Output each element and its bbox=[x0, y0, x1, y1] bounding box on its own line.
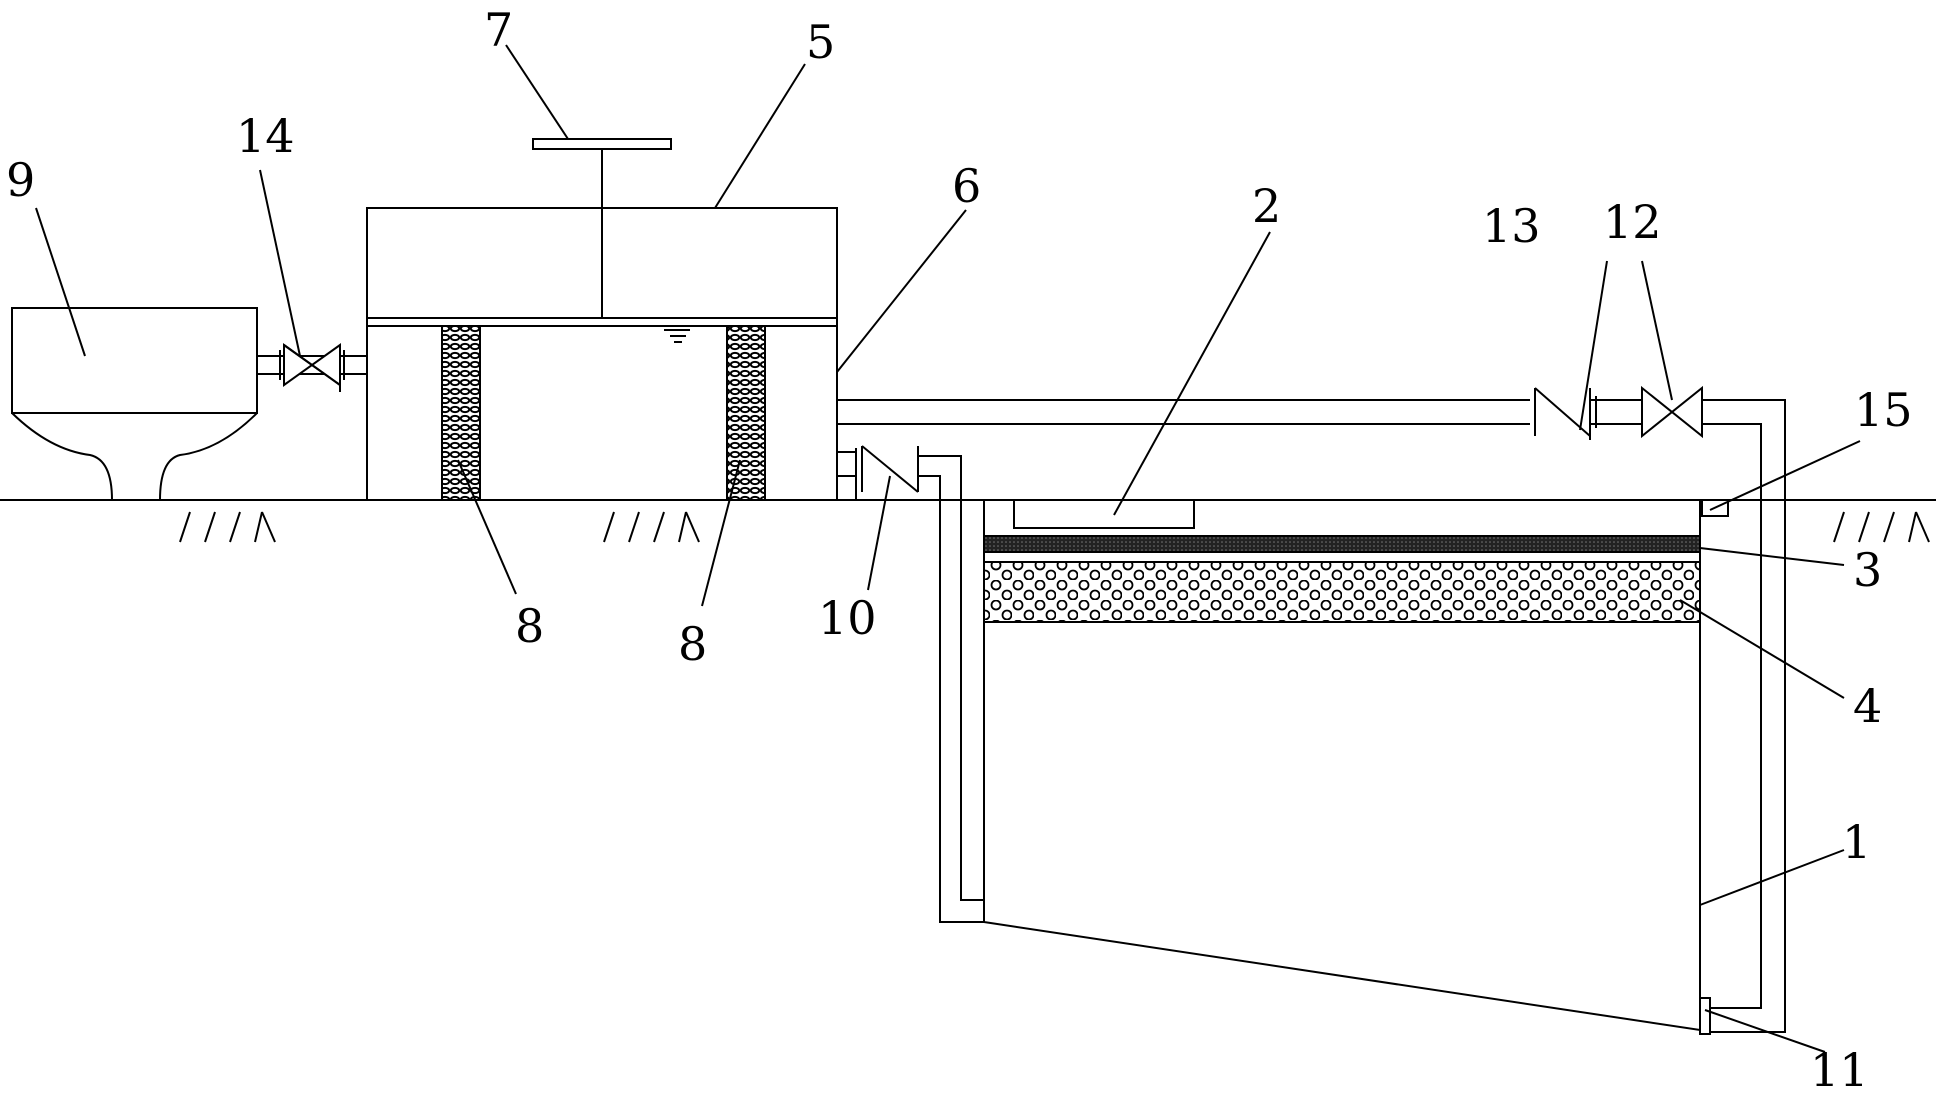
label-14: 14 bbox=[236, 109, 295, 163]
check-valve-10 bbox=[861, 445, 919, 493]
leader-lines bbox=[35, 44, 1861, 1053]
press-handle bbox=[532, 138, 672, 318]
spring-right bbox=[726, 325, 766, 501]
label-12: 12 bbox=[1603, 195, 1662, 249]
check-valve-14 bbox=[283, 343, 341, 392]
label-7: 7 bbox=[484, 3, 513, 57]
cover-plate bbox=[1013, 499, 1195, 529]
label-11: 11 bbox=[1810, 1043, 1869, 1093]
underground-chamber bbox=[983, 500, 1701, 1032]
label-3: 3 bbox=[1853, 543, 1882, 597]
label-13: 13 bbox=[1482, 199, 1541, 253]
ground-hatch-right bbox=[1833, 511, 1930, 543]
label-8-right: 8 bbox=[678, 617, 707, 671]
outlet-11 bbox=[1699, 997, 1711, 1035]
filter-media-layer bbox=[983, 561, 1701, 623]
label-2: 2 bbox=[1252, 179, 1281, 233]
label-4: 4 bbox=[1853, 679, 1882, 733]
label-8-left: 8 bbox=[515, 599, 544, 653]
toilet bbox=[11, 307, 258, 501]
ground-hatch-left bbox=[179, 511, 276, 543]
membrane-layer bbox=[983, 535, 1701, 553]
label-6: 6 bbox=[952, 159, 981, 213]
label-9: 9 bbox=[6, 153, 35, 207]
label-5: 5 bbox=[806, 15, 835, 69]
label-10: 10 bbox=[818, 591, 877, 645]
label-1: 1 bbox=[1842, 815, 1871, 869]
gate-valve-12 bbox=[1641, 385, 1703, 439]
lower-pipe bbox=[837, 448, 984, 923]
spring-left bbox=[441, 325, 481, 501]
label-15: 15 bbox=[1854, 383, 1913, 437]
upper-pipe bbox=[837, 396, 1786, 1033]
ground-hatch-middle bbox=[603, 511, 700, 543]
